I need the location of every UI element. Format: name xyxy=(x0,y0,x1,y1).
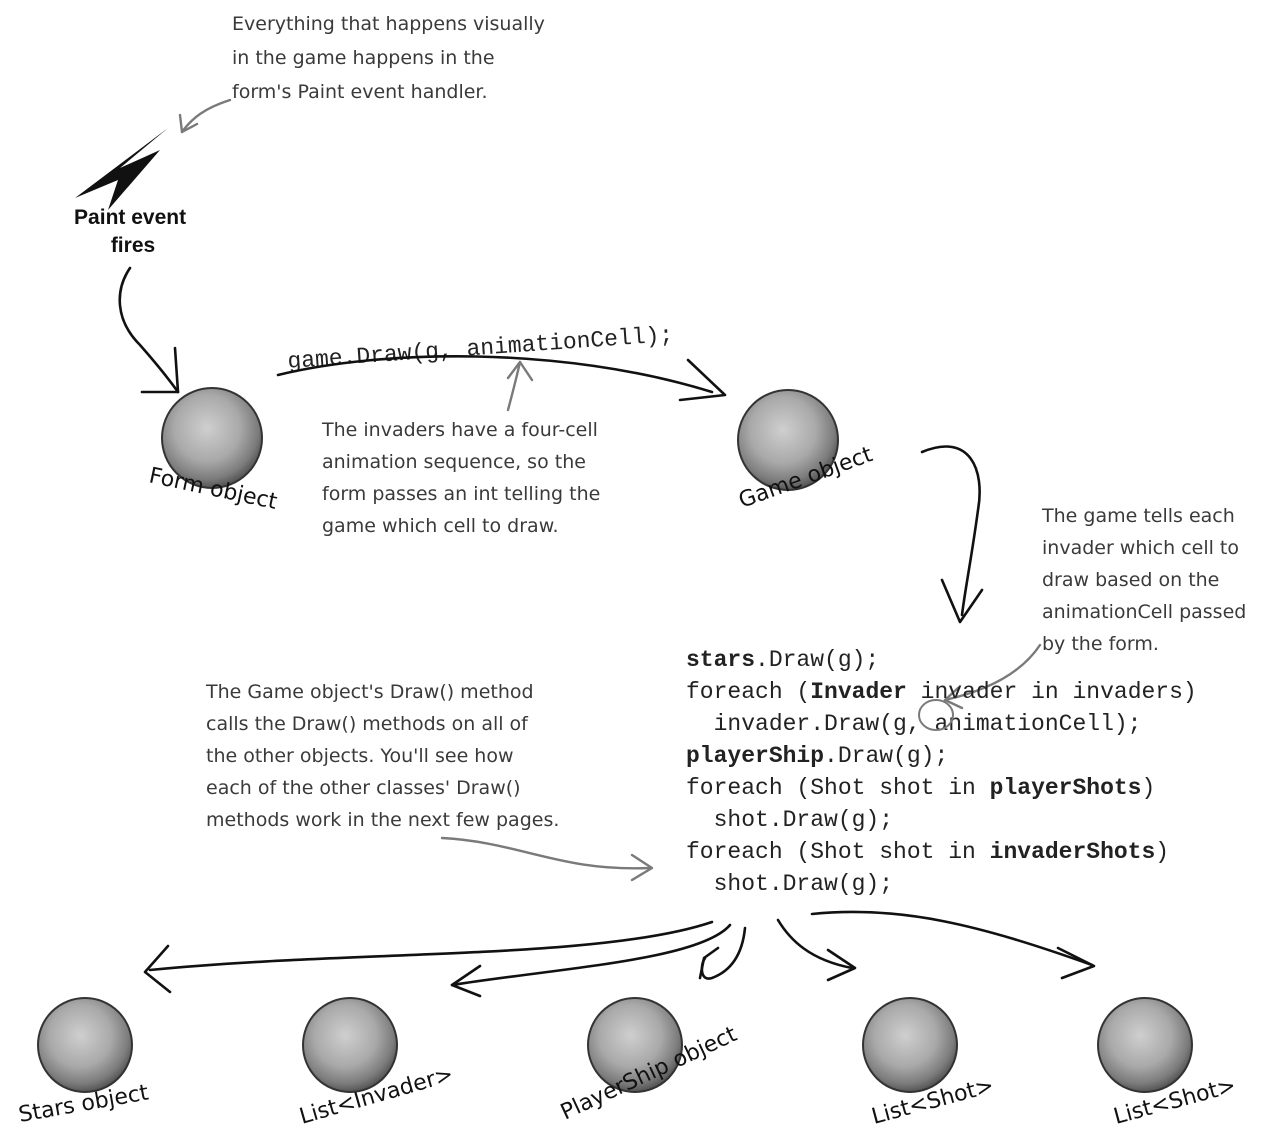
draw-note-line: calls the Draw() methods on all of xyxy=(206,713,529,735)
paint-event-line: fires xyxy=(111,234,155,257)
form-object-sphere xyxy=(161,387,263,489)
game-object-sphere xyxy=(737,389,839,491)
cell-note-line: animation sequence, so the xyxy=(322,451,586,473)
form-to-game-arrow xyxy=(276,355,714,394)
code-text: invader in invaders) xyxy=(907,679,1197,705)
code-to-invadershots-arrowhead xyxy=(1056,946,1096,980)
code-to-playership-arrow xyxy=(700,926,747,980)
code-keyword: invaderShots xyxy=(990,839,1156,865)
code-to-playership-arrowhead xyxy=(698,946,720,980)
code-text: foreach (Shot shot in xyxy=(686,839,990,865)
code-line: shot.Draw(g); xyxy=(686,871,893,897)
cell-note: The invaders have a four-cell animation … xyxy=(321,419,606,537)
code-to-playershots-arrow xyxy=(776,918,854,970)
draw-note-line: The Game object's Draw() method xyxy=(205,681,534,703)
paint-note: Everything that happens visually in the … xyxy=(232,13,551,103)
game-to-code-arrowhead xyxy=(940,578,984,624)
paint-note-line: Everything that happens visually xyxy=(232,13,545,35)
code-text: ) xyxy=(1141,775,1155,801)
game-to-code-arrow xyxy=(920,445,981,617)
code-line: shot.Draw(g); xyxy=(686,807,893,833)
cell-note-line: The invaders have a four-cell xyxy=(321,419,598,441)
g-parameter-circle xyxy=(918,699,954,731)
code-keyword: playerShots xyxy=(990,775,1142,801)
game-note-line: animationCell passed xyxy=(1042,601,1246,623)
code-text: shot.Draw(g); xyxy=(686,871,893,897)
stars-object-sphere xyxy=(37,997,133,1093)
draw-note: The Game object's Draw() method calls th… xyxy=(205,681,559,831)
cell-note-line: form passes an int telling the xyxy=(322,483,600,505)
code-keyword: playerShip xyxy=(686,743,824,769)
paint-event-line: Paint event xyxy=(74,206,186,229)
cell-note-arrow xyxy=(506,360,522,412)
code-keyword: Invader xyxy=(810,679,907,705)
game-draw-call-label: game.Draw(g, animationCell); xyxy=(287,322,674,375)
code-keyword: stars xyxy=(686,647,755,673)
code-to-invaders-arrow xyxy=(450,923,732,987)
game-note-line: draw based on the xyxy=(1042,569,1219,591)
game-note-arrowhead xyxy=(943,686,964,710)
form-to-game-arrowhead xyxy=(678,358,727,402)
game-note-line: invader which cell to xyxy=(1042,537,1239,559)
draw-note-line: methods work in the next few pages. xyxy=(206,809,559,831)
code-text: shot.Draw(g); xyxy=(686,807,893,833)
paint-note-arrow xyxy=(180,98,232,134)
code-line: playerShip.Draw(g); xyxy=(686,743,948,769)
code-line: foreach (Shot shot in playerShots) xyxy=(686,775,1155,801)
code-text: .Draw(g); xyxy=(824,743,948,769)
code-text: invader.Draw(g, animationCell); xyxy=(686,711,1141,737)
paint-note-line: in the game happens in the xyxy=(232,47,495,69)
paint-event-label: Paint event fires xyxy=(74,206,192,257)
code-text: foreach ( xyxy=(686,679,810,705)
draw-code-block: stars.Draw(g);foreach (Invader invader i… xyxy=(686,647,1197,897)
code-to-stars-arrowhead xyxy=(143,944,172,994)
code-line: foreach (Shot shot in invaderShots) xyxy=(686,839,1169,865)
code-line: invader.Draw(g, animationCell); xyxy=(686,711,1141,737)
playership-object-sphere xyxy=(587,997,683,1093)
lightning-bolt-icon xyxy=(75,128,168,210)
game-note-line: by the form. xyxy=(1042,633,1159,655)
game-note-line: The game tells each xyxy=(1041,505,1235,527)
code-line: stars.Draw(g); xyxy=(686,647,879,673)
draw-note-arrowhead xyxy=(630,853,654,882)
draw-note-line: the other objects. You'll see how xyxy=(206,745,514,767)
code-to-invadershots-arrow xyxy=(810,910,1094,967)
code-text: .Draw(g); xyxy=(755,647,879,673)
paint-to-form-arrow xyxy=(118,266,180,394)
code-to-invaders-arrowhead xyxy=(450,964,482,998)
draw-note-arrow xyxy=(440,836,652,870)
cell-note-line: game which cell to draw. xyxy=(322,515,559,537)
code-text: foreach (Shot shot in xyxy=(686,775,990,801)
draw-note-line: each of the other classes' Draw() xyxy=(206,777,521,799)
game-note: The game tells each invader which cell t… xyxy=(1041,505,1252,655)
invader-shots-list-sphere xyxy=(1097,997,1193,1093)
code-text: ) xyxy=(1155,839,1169,865)
paint-note-line: form's Paint event handler. xyxy=(232,81,488,103)
game-note-arrow xyxy=(943,643,1042,702)
code-to-playershots-arrowhead xyxy=(826,948,857,982)
code-to-stars-arrow xyxy=(148,920,714,972)
paint-note-arrowhead xyxy=(178,113,199,134)
player-shots-list-sphere xyxy=(862,997,958,1093)
code-line: foreach (Invader invader in invaders) xyxy=(686,679,1197,705)
invaders-list-sphere xyxy=(302,997,398,1093)
paint-to-form-arrowhead xyxy=(140,346,180,394)
cell-note-arrowhead xyxy=(506,360,534,382)
